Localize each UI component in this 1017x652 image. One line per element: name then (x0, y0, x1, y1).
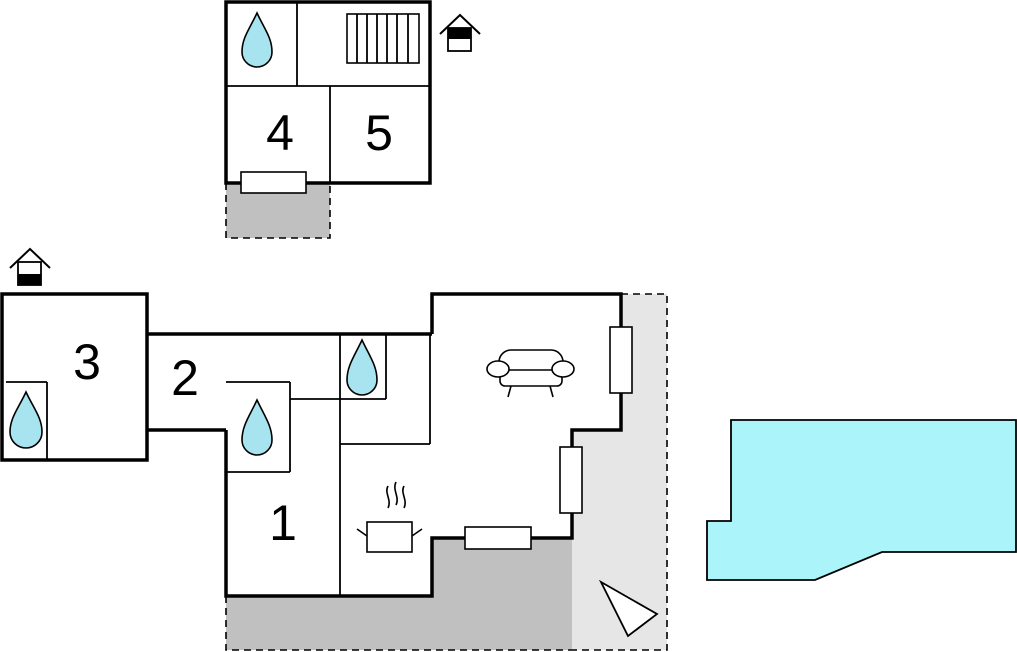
view-direction-icon (598, 579, 659, 638)
house-roof-icon (439, 13, 481, 52)
window-icon (240, 171, 307, 194)
water-drop-icon (241, 11, 273, 68)
terrace-dark (226, 538, 572, 650)
terrace-dark-border (225, 596, 572, 651)
window-icon (559, 446, 583, 514)
staircase-icon (346, 13, 420, 64)
pool (706, 419, 1017, 581)
room-label-1: 1 (269, 495, 297, 551)
room-label-4: 4 (266, 105, 294, 161)
window-icon (464, 526, 532, 550)
window-icon (609, 326, 633, 394)
house-roof-icon (9, 247, 51, 286)
terrace-light-border (572, 293, 668, 651)
room-label-3: 3 (73, 334, 101, 390)
terrace-light (572, 294, 667, 650)
water-drop-icon (9, 390, 43, 449)
sofa-icon (486, 349, 575, 398)
water-drop-icon (346, 338, 378, 396)
room-label-5: 5 (365, 105, 393, 161)
water-drop-icon (241, 398, 273, 456)
upper-building (224, 0, 432, 185)
upper-terrace-border (225, 183, 331, 239)
room-label-2: 2 (171, 350, 199, 406)
cooking-pot-icon (356, 481, 423, 553)
